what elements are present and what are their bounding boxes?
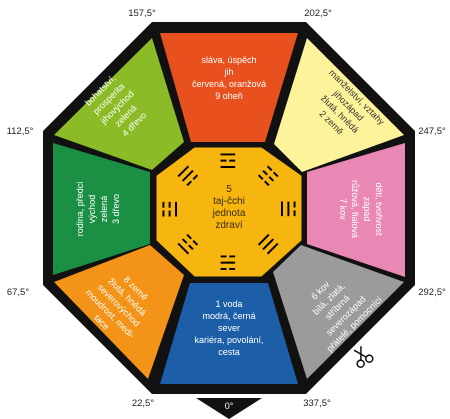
degree-247-5: 247,5° [418,126,446,137]
top-line-1: sláva, úspěch [201,55,256,65]
center-label: 5 taj-čchi jednota zdraví [212,184,246,231]
trigram-right: ☱ [276,200,300,218]
segment-bottom [160,283,298,384]
segment-left [53,143,150,275]
segment-bottom-left [54,245,184,379]
segment-right-label: děti, tvořivost západ růžová, fialová 7 … [338,180,384,238]
segment-bottom-right [273,245,404,379]
degree-337-5: 337,5° [303,398,331,409]
left-line-4: 3 dřevo [111,194,121,224]
left-line-2: východ [87,195,97,224]
center-octagon [153,144,305,280]
degree-67-5: 67,5° [7,287,29,298]
segment-top [160,33,298,142]
center-line-3: jednota [212,208,246,219]
degree-112-5: 112,5° [7,126,34,137]
arrow-down-icon: 0° [196,398,262,419]
trigram-top: ☲ [219,149,237,173]
degree-22-5: 22,5° [132,398,154,409]
trigram-bottom: ☵ [219,251,237,275]
bottom-line-1: 1 voda [215,299,242,309]
degree-202-5: 202,5° [304,8,332,19]
segment-right [307,143,405,277]
segment-top-left [54,38,184,170]
top-line-4: 9 oheň [215,91,243,101]
right-line-3: růžová, fialová [350,180,360,238]
bottom-line-2: modrá, černá [202,311,255,321]
right-line-4: 7 kov [338,198,348,220]
segment-top-label: sláva, úspěch jih červená, oranžová 9 oh… [192,55,266,101]
scissors-icon [353,346,374,368]
segment-left-label: rodina, předci východ zelená 3 dřevo [75,182,121,237]
center-line-4: zdraví [215,220,242,231]
bottom-line-3: sever [218,323,240,333]
top-line-3: červená, oranžová [192,79,266,89]
trigram-left: ☳ [158,200,182,218]
left-line-1: rodina, předci [75,182,85,237]
top-line-2: jih [223,67,233,77]
segment-bottom-label: 1 voda modrá, černá sever kariéra, povol… [194,299,263,357]
segment-top-right [274,38,404,172]
center-line-2: taj-čchi [213,196,245,207]
right-line-2: západ [362,197,372,222]
degree-157-5: 157,5° [128,8,156,19]
bottom-line-5: cesta [218,347,240,357]
right-line-1: děti, tvořivost [374,182,384,236]
degree-292-5: 292,5° [418,287,446,298]
left-line-3: zelená [99,196,109,223]
degree-0: 0° [225,401,234,411]
center-line-1: 5 [226,184,232,195]
bottom-line-4: kariéra, povolání, [194,335,263,345]
